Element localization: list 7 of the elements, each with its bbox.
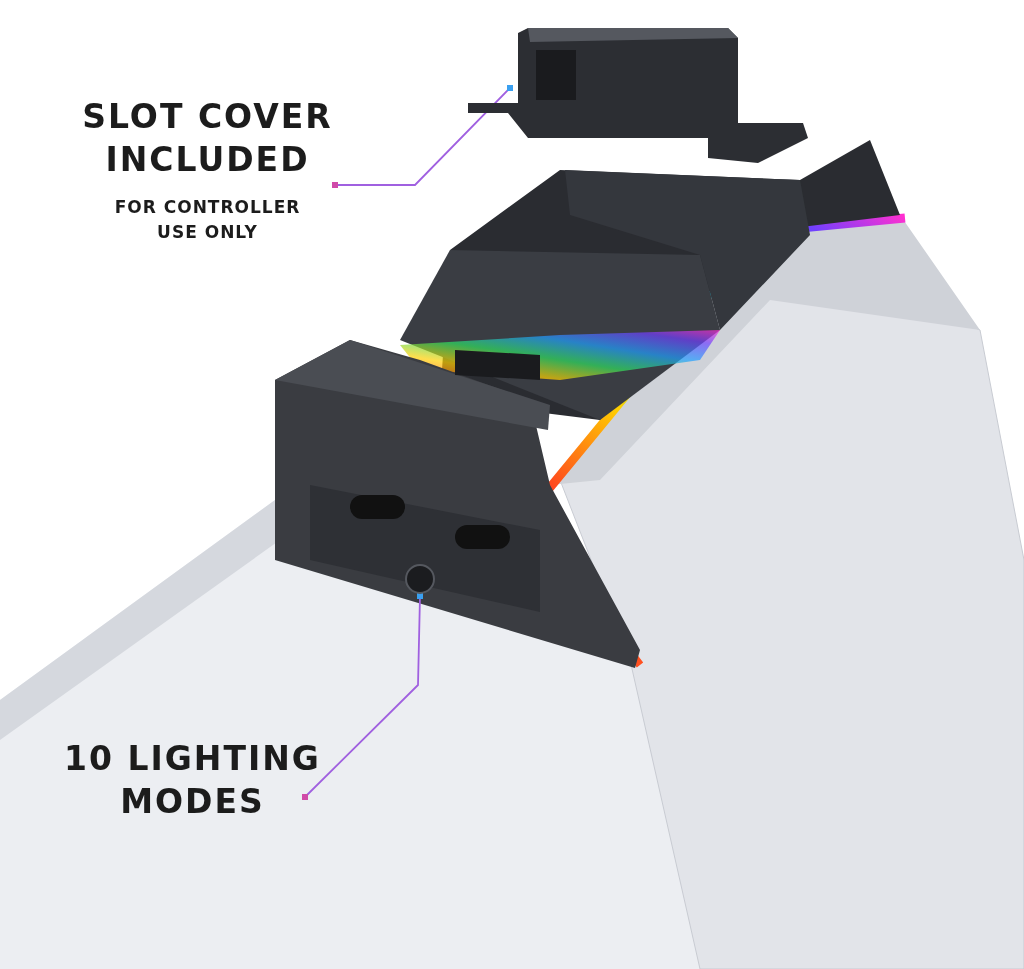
callout-heading: SLOT COVER INCLUDED <box>81 96 334 181</box>
callout-note: FOR CONTROLLER USE ONLY <box>113 196 302 244</box>
leader-line <box>302 593 423 800</box>
slot-cover-drawing <box>468 28 808 163</box>
callout-heading: 10 LIGHTING MODES <box>63 738 322 823</box>
leader-line <box>332 85 513 188</box>
knob-circle <box>405 563 435 595</box>
